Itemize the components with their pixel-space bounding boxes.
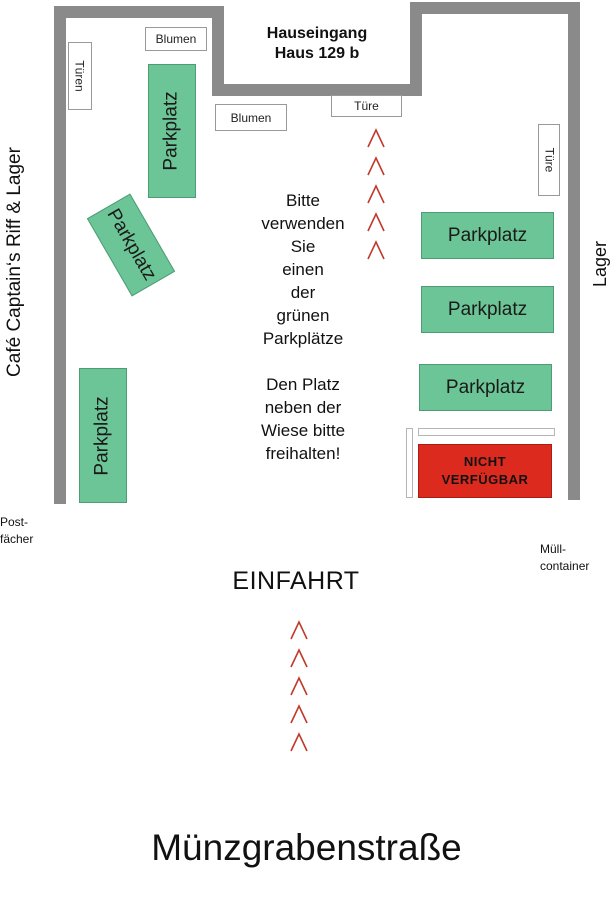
instruction-2-line: neben der bbox=[264, 398, 342, 417]
flowers-mid-box: Blumen bbox=[215, 104, 287, 131]
door-right-box: Türe bbox=[538, 124, 560, 196]
entrance-line-2: Haus 129 b bbox=[274, 45, 360, 62]
parking-right-1-label: Parkplatz bbox=[447, 224, 528, 246]
chevron-up-icon bbox=[365, 127, 387, 149]
doors-left-box: Türen bbox=[68, 42, 92, 110]
instruction-1-line: grünen bbox=[276, 306, 330, 325]
instruction-1-line: einen bbox=[282, 260, 324, 279]
instruction-2-line: Den Platz bbox=[266, 375, 340, 394]
chevron-up-icon bbox=[365, 211, 387, 233]
wall-left bbox=[54, 6, 66, 504]
parking-left-top-label: Parkplatz bbox=[161, 91, 183, 171]
street-label: Münzgrabenstraße bbox=[151, 827, 462, 868]
chevron-up-icon bbox=[365, 155, 387, 177]
instruction-2-line: freihalten! bbox=[265, 444, 341, 463]
door-right-label: Türe bbox=[542, 147, 556, 173]
entrance-line-1: Hauseingang bbox=[266, 25, 368, 42]
chevron-up-icon bbox=[288, 731, 310, 753]
chevron-up-icon bbox=[365, 183, 387, 205]
meadow-vertical bbox=[406, 428, 413, 498]
door-mid-box: Türe bbox=[331, 95, 402, 117]
flowers-top-box: Blumen bbox=[145, 27, 207, 51]
wall-right bbox=[568, 2, 580, 500]
parking-right-3-label: Parkplatz bbox=[445, 376, 526, 398]
parking-right-2-label: Parkplatz bbox=[447, 298, 528, 320]
chevron-up-icon bbox=[288, 675, 310, 697]
instruction-1-line: Parkplätze bbox=[262, 329, 344, 348]
mailboxes-line-1: Post- bbox=[0, 515, 29, 529]
chevron-up-icon bbox=[288, 703, 310, 725]
left-building-label: Café Captain‘s Riff & Lager bbox=[4, 147, 25, 377]
parking-left-bottom: Parkplatz bbox=[79, 368, 127, 503]
parking-right-3: Parkplatz bbox=[419, 364, 552, 411]
parking-left-angled-label: Parkplatz bbox=[102, 205, 161, 285]
chevron-up-icon bbox=[288, 647, 310, 669]
parking-right-1: Parkplatz bbox=[421, 212, 554, 259]
unavailable-line-2: VERFÜGBAR bbox=[441, 472, 529, 487]
instruction-1-line: Sie bbox=[290, 237, 316, 256]
instruction-1-line: Bitte bbox=[285, 191, 321, 210]
chevron-up-icon bbox=[288, 619, 310, 641]
wall-top-left bbox=[54, 6, 224, 18]
driveway-label: EINFAHRT bbox=[232, 567, 360, 595]
instruction-1-line: der bbox=[290, 283, 316, 302]
chevron-up-icon bbox=[365, 239, 387, 261]
mailboxes-line-2: fächer bbox=[0, 532, 34, 546]
bins-label: Müll- container bbox=[540, 541, 589, 575]
parking-right-2: Parkplatz bbox=[421, 286, 554, 333]
bins-line-1: Müll- bbox=[540, 542, 566, 556]
wall-top-right bbox=[410, 2, 580, 14]
doors-left-label: Türen bbox=[73, 60, 88, 92]
door-mid-label: Türe bbox=[354, 99, 379, 113]
instruction-2-line: Wiese bitte bbox=[260, 421, 346, 440]
unavailable-line-1: NICHT bbox=[463, 454, 507, 469]
parking-left-top: Parkplatz bbox=[148, 64, 196, 198]
bins-line-2: container bbox=[540, 559, 590, 573]
parking-left-angled: Parkplatz bbox=[86, 193, 176, 297]
wall-entrance-bottom bbox=[212, 84, 422, 96]
unavailable-space: NICHT VERFÜGBAR bbox=[418, 444, 552, 498]
flowers-top-label: Blumen bbox=[155, 32, 197, 46]
flowers-mid-label: Blumen bbox=[230, 110, 272, 125]
instruction-1-line: verwenden bbox=[261, 214, 345, 233]
mailboxes-label: Post- fächer bbox=[0, 514, 33, 548]
meadow-horizontal bbox=[418, 428, 555, 436]
right-building-label: Lager bbox=[590, 240, 610, 288]
wall-entrance-right bbox=[410, 2, 422, 96]
wall-entrance-left bbox=[212, 6, 224, 96]
parking-left-bottom-label: Parkplatz bbox=[92, 395, 114, 476]
entrance-label: Hauseingang Haus 129 b bbox=[224, 24, 410, 64]
